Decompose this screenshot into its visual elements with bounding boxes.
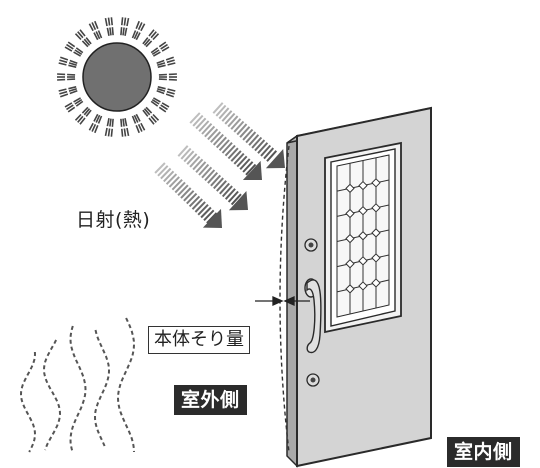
body-warp-label: 本体そり量 (148, 326, 250, 354)
heat-arrow-icon (154, 102, 285, 228)
lever-handle-icon (304, 278, 322, 354)
heat-haze-icon (19, 317, 136, 453)
sun-icon (57, 17, 177, 137)
indoor-side-tag: 室内側 (447, 437, 520, 467)
warp-dimension-arrows (255, 295, 310, 307)
lock-cylinder-icon (304, 238, 320, 387)
outdoor-side-tag: 室外側 (174, 385, 247, 415)
door-icon (279, 106, 432, 468)
solar-radiation-label: 日射(熱) (76, 209, 151, 231)
